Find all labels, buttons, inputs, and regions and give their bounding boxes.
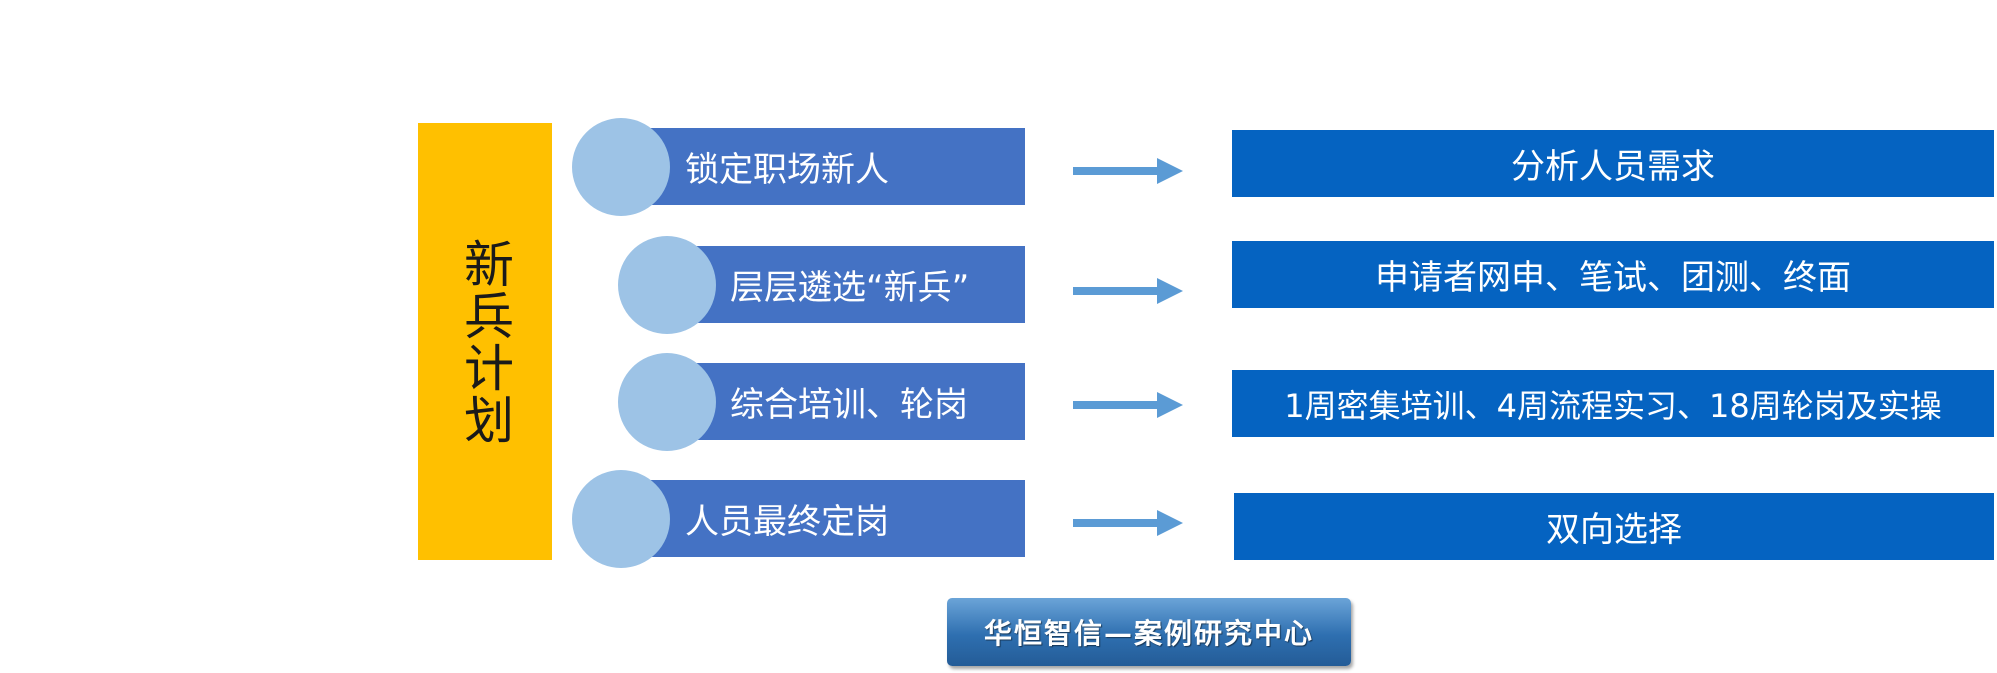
plan-title: 新兵计划: [456, 237, 514, 446]
step-circle-3: [618, 353, 716, 451]
step-box-1: 锁定职场新人: [625, 128, 1025, 205]
result-box-3: 1周密集培训、4周流程实习、18周轮岗及实操: [1232, 370, 1994, 437]
step-label-3: 综合培训、轮岗: [730, 385, 968, 425]
step-box-3: 综合培训、轮岗: [668, 363, 1025, 440]
step-label-4: 人员最终定岗: [685, 502, 889, 542]
step-label-1: 锁定职场新人: [685, 150, 889, 190]
plan-title-bar: 新兵计划: [418, 123, 552, 560]
footer-logo-text: 华恒智信—案例研究中心: [983, 617, 1314, 650]
result-box-4: 双向选择: [1234, 493, 1994, 560]
step-circle-1: [572, 118, 670, 216]
arrow-icon-1: [1073, 158, 1183, 184]
result-label-3: 1周密集培训、4周流程实习、18周轮岗及实操: [1284, 386, 1942, 425]
step-box-2: 层层遴选“新兵”: [668, 246, 1025, 323]
result-label-2: 申请者网申、笔试、团测、终面: [1375, 258, 1851, 298]
step-label-2: 层层遴选“新兵”: [730, 268, 970, 308]
result-box-2: 申请者网申、笔试、团测、终面: [1232, 241, 1994, 308]
result-label-1: 分析人员需求: [1511, 147, 1715, 187]
step-box-4: 人员最终定岗: [625, 480, 1025, 557]
arrow-icon-2: [1073, 278, 1183, 304]
arrow-icon-3: [1073, 392, 1183, 418]
arrow-icon-4: [1073, 510, 1183, 536]
result-label-4: 双向选择: [1546, 510, 1682, 550]
footer-logo: 华恒智信—案例研究中心: [947, 598, 1351, 666]
step-circle-2: [618, 236, 716, 334]
result-box-1: 分析人员需求: [1232, 130, 1994, 197]
step-circle-4: [572, 470, 670, 568]
